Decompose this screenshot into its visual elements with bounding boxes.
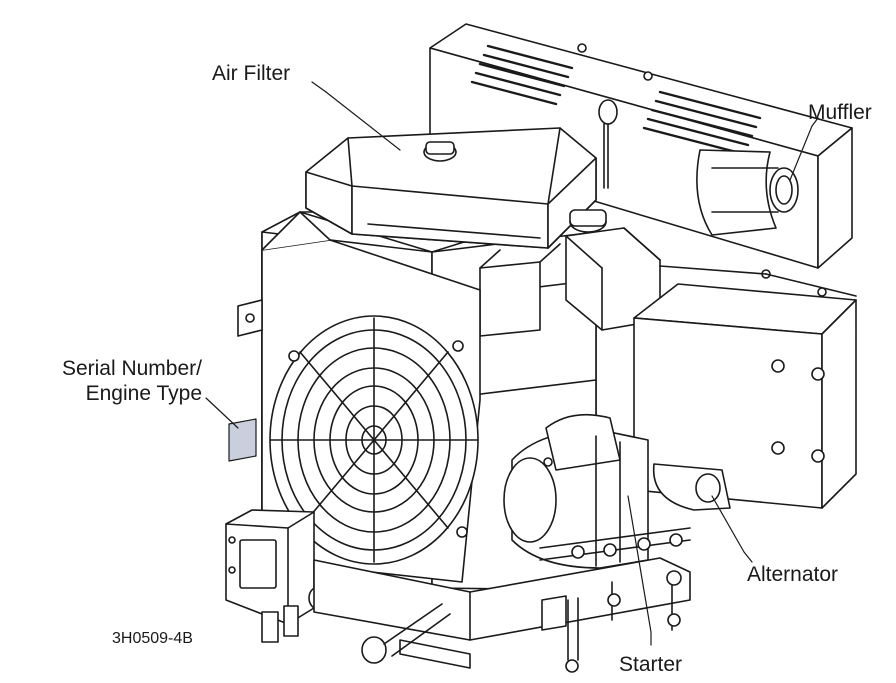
oil-reservoir (565, 209, 661, 331)
muffler-vents (470, 44, 762, 156)
label-muffler: Muffler (808, 101, 872, 124)
leader-lines (205, 81, 819, 646)
muffler-assembly (429, 23, 853, 269)
governor-block (225, 509, 328, 643)
alternator-assembly (633, 265, 857, 511)
figure-id: 3H0509-4B (112, 630, 193, 647)
leader-muffler (789, 117, 819, 181)
serial-number-plate (228, 418, 257, 462)
label-serial-number: Serial Number/ Engine Type (12, 356, 202, 406)
label-alternator: Alternator (747, 563, 839, 586)
label-starter: Starter (619, 653, 683, 676)
shroud-bracket (237, 299, 263, 337)
leader-serial-number (205, 397, 239, 429)
base-plate (313, 527, 691, 673)
lifting-eye (598, 99, 618, 189)
label-serial-number-line2: Engine Type (85, 382, 202, 405)
air-filter-housing (305, 127, 597, 249)
leader-starter (627, 495, 652, 646)
leader-alternator (711, 495, 753, 563)
cooling-fan (269, 315, 479, 565)
fuel-fitting (361, 636, 387, 664)
leader-air-filter (311, 81, 401, 151)
starter-motor (503, 413, 649, 569)
label-serial-number-line1: Serial Number/ (61, 357, 202, 380)
label-air-filter: Air Filter (212, 62, 291, 85)
